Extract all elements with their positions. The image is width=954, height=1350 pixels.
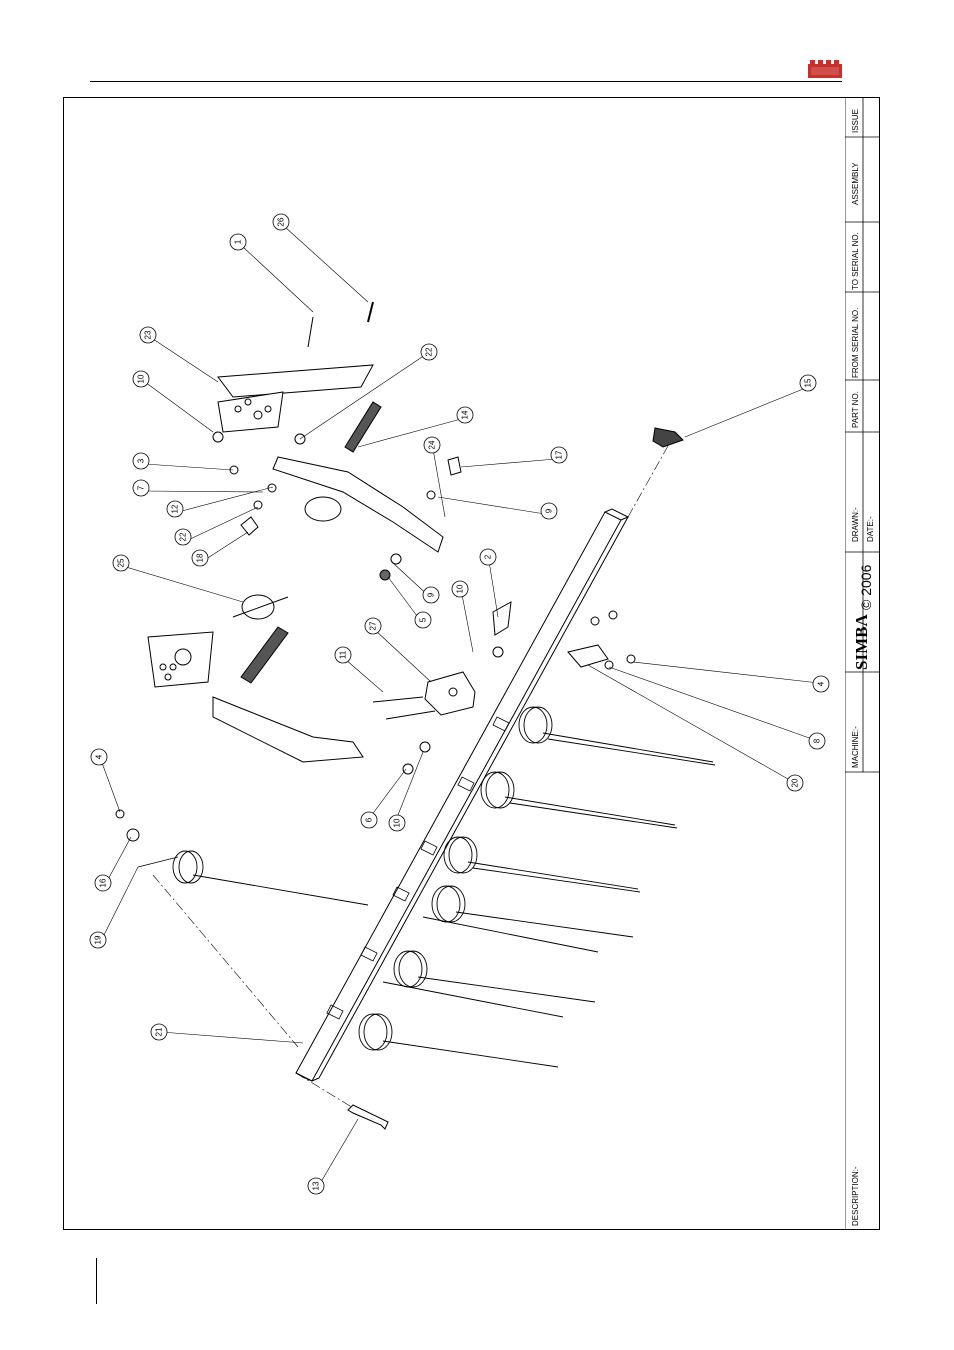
callout-number: 5 bbox=[419, 617, 428, 622]
callout-27: 27 bbox=[365, 618, 381, 634]
callout-7: 7 bbox=[133, 480, 149, 496]
callout-number: 9 bbox=[427, 592, 436, 597]
callout-number: 16 bbox=[99, 878, 108, 887]
callout-number: 26 bbox=[277, 217, 286, 226]
callout-number: 1 bbox=[234, 239, 243, 244]
callout-6: 6 bbox=[361, 812, 377, 828]
issue-label: ISSUE bbox=[851, 109, 860, 133]
callout-20: 20 bbox=[787, 775, 803, 791]
tine-coils bbox=[138, 707, 715, 1067]
callout-number: 19 bbox=[94, 935, 103, 944]
callout-number: 4 bbox=[95, 754, 104, 759]
callout-24: 24 bbox=[424, 437, 440, 453]
callout-2: 2 bbox=[480, 549, 496, 565]
callout-number: 22 bbox=[425, 347, 434, 356]
date-label: DATE:- bbox=[866, 516, 875, 542]
callout-5: 5 bbox=[415, 612, 431, 628]
callout-11: 11 bbox=[335, 647, 351, 663]
callout-number: 9 bbox=[545, 508, 554, 513]
callout-1: 1 bbox=[230, 234, 246, 250]
callout-number: 21 bbox=[155, 1027, 164, 1036]
callout-number: 17 bbox=[555, 450, 564, 459]
callout-12: 12 bbox=[167, 501, 183, 517]
callout-25: 25 bbox=[113, 555, 129, 571]
callout-number: 15 bbox=[804, 378, 813, 387]
simba-title-mark: SIMBA bbox=[852, 614, 872, 670]
from-serial-label: FROM SERIAL NO. bbox=[851, 308, 860, 378]
upper-arm-assembly bbox=[218, 302, 443, 552]
callout-18: 18 bbox=[192, 550, 208, 566]
callout-13: 13 bbox=[308, 1178, 324, 1194]
callout-10: 10 bbox=[133, 371, 149, 387]
spring-upper bbox=[345, 402, 381, 452]
copyright-text: © 2006 bbox=[858, 565, 874, 610]
to-serial-label: TO SERIAL NO. bbox=[851, 232, 860, 290]
callout-number: 24 bbox=[428, 440, 437, 449]
callout-number: 22 bbox=[179, 532, 188, 541]
spring-middle bbox=[241, 627, 288, 683]
drawn-label: DRAWN:- bbox=[851, 507, 860, 542]
page-margin-rule bbox=[96, 1258, 97, 1304]
callout-number: 25 bbox=[117, 558, 126, 567]
callout-23: 23 bbox=[140, 327, 156, 343]
callout-number: 12 bbox=[171, 504, 180, 513]
callout-4: 4 bbox=[813, 676, 829, 692]
callout-number: 11 bbox=[339, 650, 348, 659]
callout-10: 10 bbox=[389, 815, 405, 831]
callout-10: 10 bbox=[452, 581, 468, 597]
callout-number: 8 bbox=[813, 738, 822, 743]
callout-14: 14 bbox=[457, 407, 473, 423]
callout-17: 17 bbox=[551, 447, 567, 463]
callout-number: 2 bbox=[484, 554, 493, 559]
part-no-label: PART NO. bbox=[851, 391, 860, 428]
callout-4: 4 bbox=[91, 749, 107, 765]
callout-number: 10 bbox=[137, 374, 146, 383]
header-rule bbox=[90, 81, 842, 82]
callout-26: 26 bbox=[273, 214, 289, 230]
description-label: DESCRIPTION:- bbox=[851, 1166, 860, 1226]
middle-arm-assembly bbox=[148, 595, 363, 762]
callout-number: 13 bbox=[312, 1181, 321, 1190]
simba-logo bbox=[808, 60, 842, 78]
callout-19: 19 bbox=[90, 932, 106, 948]
callout-number: 27 bbox=[369, 621, 378, 630]
callout-number: 10 bbox=[456, 584, 465, 593]
callout-number: 6 bbox=[365, 817, 374, 822]
callout-number: 14 bbox=[461, 410, 470, 419]
callout-22: 22 bbox=[175, 529, 191, 545]
callout-number: 3 bbox=[137, 458, 146, 463]
callout-number: 7 bbox=[137, 485, 146, 490]
callout-21: 21 bbox=[151, 1024, 167, 1040]
callout-15: 15 bbox=[800, 375, 816, 391]
machine-label: MACHINE:- bbox=[851, 726, 860, 768]
callout-9: 9 bbox=[541, 503, 557, 519]
callout-22: 22 bbox=[421, 344, 437, 360]
callout-8: 8 bbox=[809, 733, 825, 749]
callout-number: 18 bbox=[196, 553, 205, 562]
callout-16: 16 bbox=[95, 875, 111, 891]
assembly-label: ASSEMBLY bbox=[851, 162, 860, 205]
callout-3: 3 bbox=[133, 453, 149, 469]
callout-9: 9 bbox=[423, 587, 439, 603]
callout-number: 23 bbox=[144, 330, 153, 339]
exploded-assembly-drawing: 1 26 23 22 10 14 3 24 7 17 12 9 22 18 25 2 10 9 5 27 11 15 4 8 2… bbox=[63, 97, 846, 1230]
callout-number: 20 bbox=[791, 778, 800, 787]
callout-number: 4 bbox=[817, 681, 826, 686]
callout-number: 10 bbox=[393, 818, 402, 827]
